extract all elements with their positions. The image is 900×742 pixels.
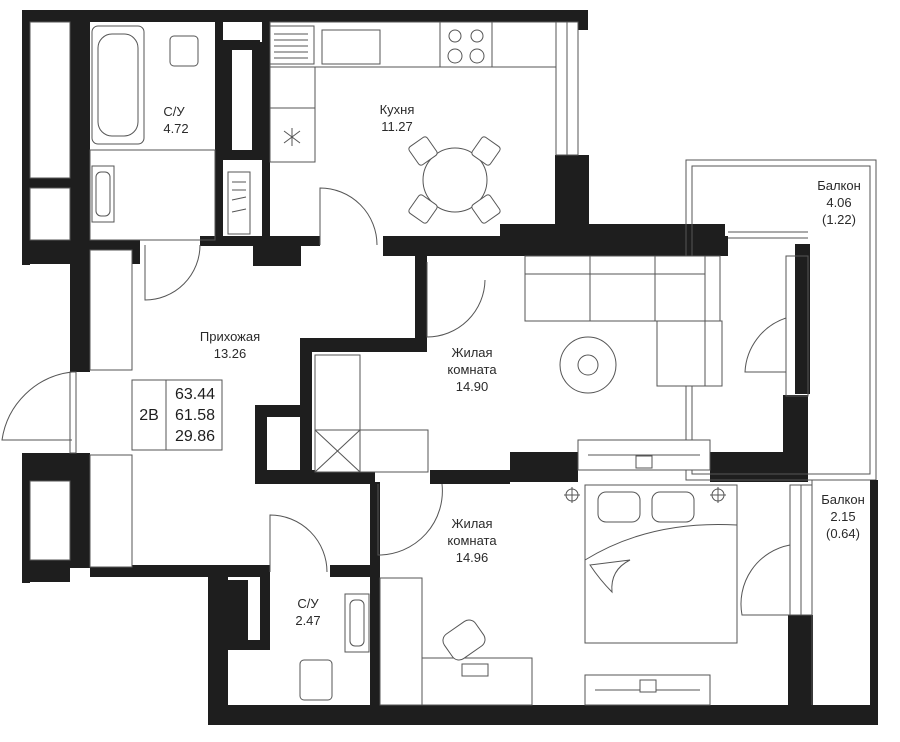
walls bbox=[22, 10, 878, 725]
bath1-name: С/У bbox=[163, 104, 185, 119]
door-living1[interactable] bbox=[426, 262, 486, 338]
summary-living-total: 61.58 bbox=[175, 407, 215, 424]
door-kitchen[interactable] bbox=[319, 187, 378, 246]
kitchen-area: 11.27 bbox=[381, 119, 413, 134]
cooktop bbox=[439, 21, 493, 68]
hall-name: Прихожая bbox=[200, 329, 260, 344]
shelf-living1 bbox=[359, 429, 429, 473]
door-bath1[interactable] bbox=[144, 244, 201, 301]
kitchen-fixtures bbox=[227, 21, 557, 235]
living1-area: 14.90 bbox=[456, 379, 489, 394]
balcony1-area: 4.06 bbox=[826, 195, 851, 210]
bathtub-basin bbox=[97, 33, 139, 137]
desk bbox=[421, 657, 533, 706]
radiator bbox=[227, 171, 251, 235]
living2-fixtures bbox=[379, 484, 738, 706]
wardrobe-hall-bottom bbox=[89, 454, 133, 568]
door-living2[interactable] bbox=[377, 483, 443, 556]
living1-name-line1: Жилая bbox=[451, 345, 492, 360]
summary-type: 2В bbox=[139, 407, 159, 424]
bath2-fixtures bbox=[299, 593, 370, 701]
bath1-fixtures bbox=[89, 25, 216, 241]
toilet-bath2 bbox=[299, 659, 333, 701]
living1-fixtures bbox=[314, 255, 723, 473]
dining-table bbox=[408, 136, 501, 224]
snowflake-icon bbox=[283, 128, 301, 146]
balcony1-reduced: (1.22) bbox=[822, 212, 856, 227]
kitchen-name: Кухня bbox=[380, 102, 415, 117]
summary-box bbox=[131, 379, 223, 451]
summary-total: 63.44 bbox=[175, 386, 215, 403]
hall-fixtures bbox=[89, 249, 223, 568]
bed bbox=[584, 484, 738, 644]
sofa bbox=[524, 255, 723, 387]
living2-name-line2: комната bbox=[447, 533, 497, 548]
dishwasher-vents bbox=[274, 33, 308, 59]
bath2-area: 2.47 bbox=[295, 613, 320, 628]
door-balcony1[interactable] bbox=[744, 317, 787, 373]
living1-name-line2: комната bbox=[447, 362, 497, 377]
bath1-area: 4.72 bbox=[163, 121, 188, 136]
balcony2-area: 2.15 bbox=[830, 509, 855, 524]
kitchen-sink bbox=[321, 29, 381, 65]
living2-area: 14.96 bbox=[456, 550, 489, 565]
desk-chair bbox=[442, 619, 486, 661]
toilet bbox=[169, 35, 199, 67]
bath2-name: С/У bbox=[297, 596, 319, 611]
wardrobe-hall-top bbox=[89, 249, 133, 371]
balcony1-name: Балкон bbox=[817, 178, 861, 193]
balcony2-reduced: (0.64) bbox=[826, 526, 860, 541]
labels: С/У 4.72 Кухня 11.27 Прихожая 13.26 Жила… bbox=[139, 102, 865, 628]
lamp-right bbox=[710, 487, 726, 503]
wardrobe-living1 bbox=[314, 354, 361, 431]
door-bath2[interactable] bbox=[269, 514, 328, 573]
living2-name-line1: Жилая bbox=[451, 516, 492, 531]
summary-living: 29.86 bbox=[175, 428, 215, 445]
doors bbox=[1, 187, 791, 616]
fridge bbox=[269, 66, 316, 163]
wardrobe-living2 bbox=[379, 577, 423, 706]
hall-area: 13.26 bbox=[214, 346, 247, 361]
door-entrance[interactable] bbox=[1, 371, 73, 441]
door-balcony2[interactable] bbox=[740, 544, 791, 616]
lamp-left bbox=[564, 487, 580, 503]
balcony2-name: Балкон bbox=[821, 492, 865, 507]
